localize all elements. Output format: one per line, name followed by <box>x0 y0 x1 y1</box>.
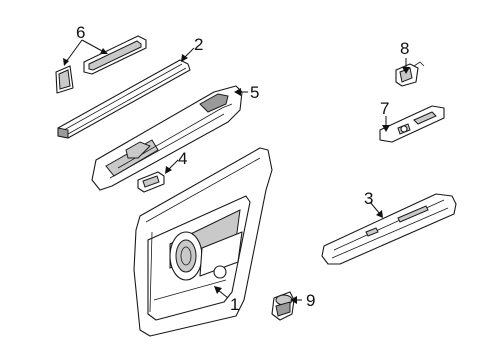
part-8-clip <box>395 61 425 87</box>
callout-4: 4 <box>178 149 187 168</box>
callout-2: 2 <box>194 35 203 54</box>
callout-7: 7 <box>380 99 389 118</box>
callout-6: 6 <box>76 23 85 42</box>
part-4-switch-bezel <box>137 171 165 193</box>
part-6-applique-small <box>55 65 74 94</box>
callout-3: 3 <box>364 189 373 208</box>
part-7-switch-housing <box>379 105 445 143</box>
part-2-trim-strip <box>57 59 191 139</box>
part-3-lower-molding <box>321 193 457 265</box>
part-1-door-panel <box>133 147 273 337</box>
callout-9: 9 <box>306 291 315 310</box>
part-9-lamp-socket <box>271 291 295 321</box>
callout-5: 5 <box>250 83 259 102</box>
part-5-armrest <box>91 85 243 191</box>
part-6-applique-large <box>83 35 147 75</box>
callout-1: 1 <box>230 295 239 314</box>
callout-8: 8 <box>400 39 409 58</box>
leaders <box>63 39 410 304</box>
